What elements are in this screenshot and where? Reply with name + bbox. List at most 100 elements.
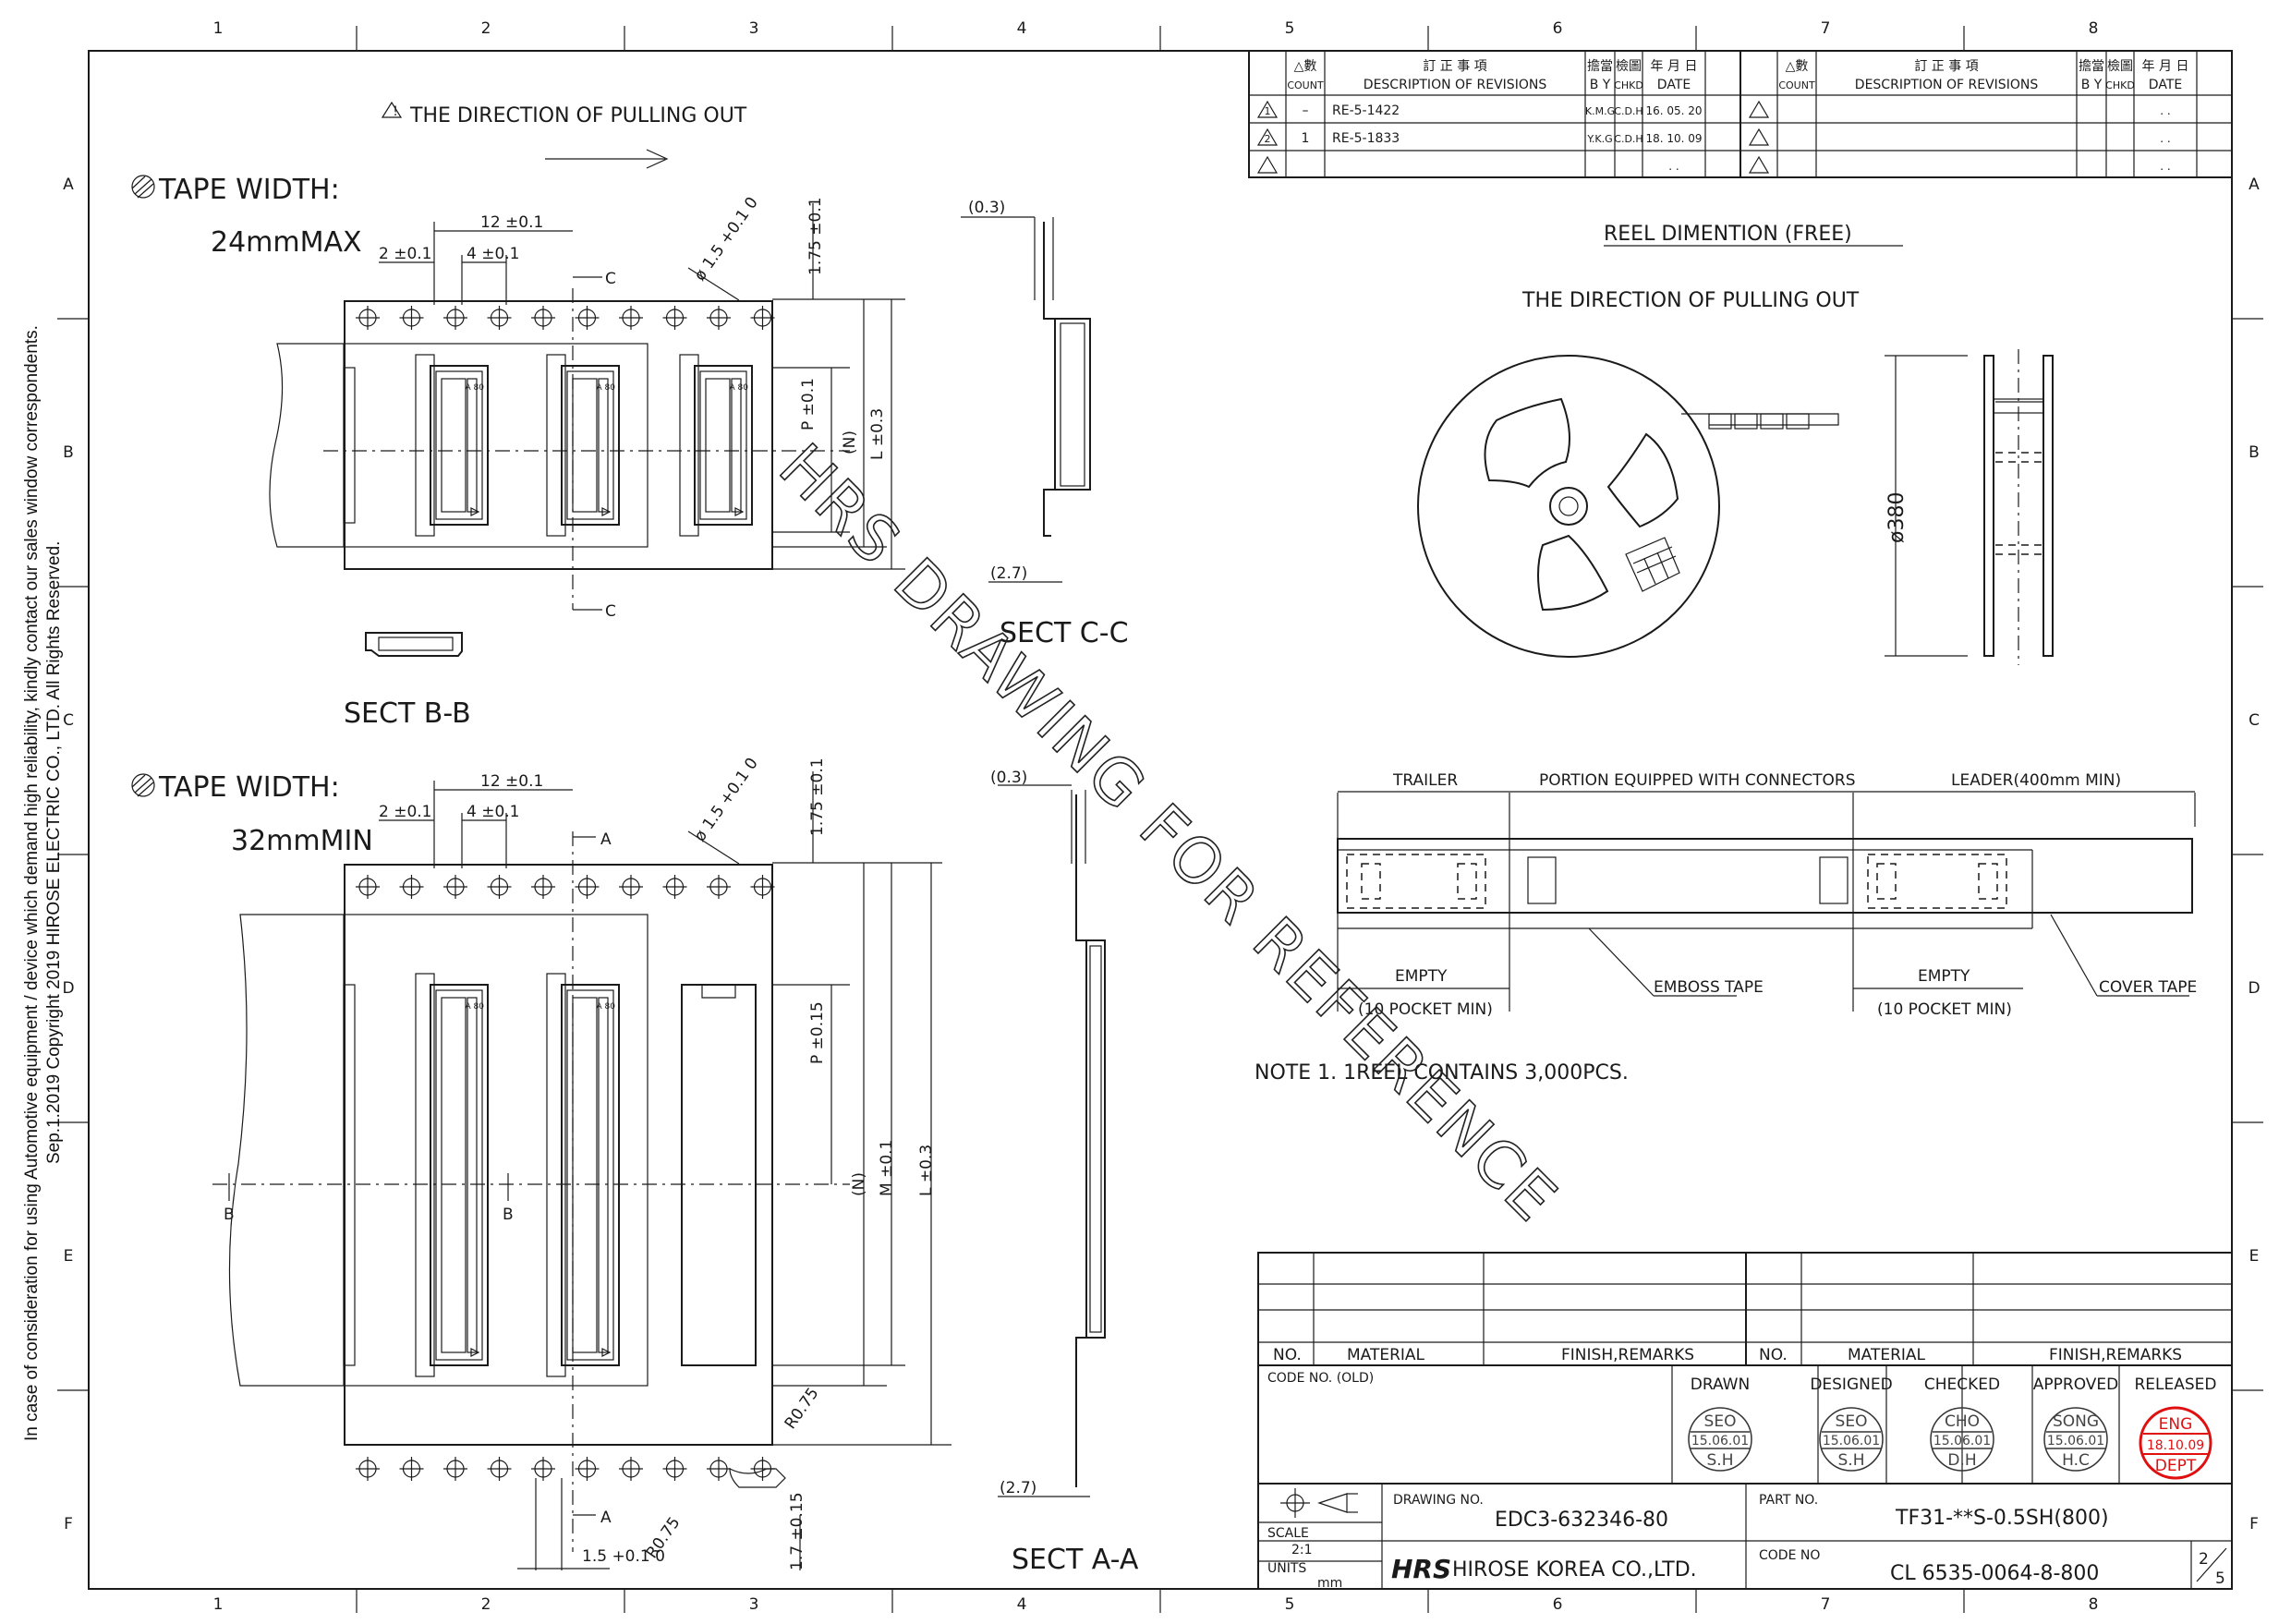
tape24-dim-p: P ±0.1 [799,378,818,430]
tape24-cut-c-bottom: C [605,602,616,621]
rev-row-desc: RE-5-1833 [1332,131,1400,146]
rev-row-date-right: . . [2160,132,2170,145]
approval-stamp [1819,1407,1884,1472]
tape24-dim-l: L ±0.3 [868,408,887,460]
grid-col-label-bottom: 6 [1553,1595,1563,1614]
rev-row-by: Y.K.G [1586,133,1612,145]
top-direction-label: THE DIRECTION OF PULLING OUT [409,104,747,127]
sect-cc-view: (0.3) (2.7) SECT C-C [961,199,1129,649]
layout-leader: LEADER(400mm MIN) [1951,771,2121,790]
tape32-dim-4: 4 ±0.1 [467,803,520,821]
grid-col-label-top: 6 [1553,19,1563,38]
layout-pocket-2: (10 POCKET MIN) [1877,1000,2012,1019]
rev-head-count: COUNT [1287,79,1324,91]
tb-code-no-label: CODE NO [1759,1548,1820,1563]
sect-cc-label: SECT C-C [1000,617,1129,649]
approval-stamp-initials: D.H [1947,1451,1976,1470]
tb-sheet: 2 [2199,1550,2209,1569]
connector-mark: A 80 [466,1002,485,1012]
grid-row-label-left: B [63,443,74,462]
layout-empty-2: EMPTY [1918,967,1970,986]
rev-head-chkd: CHKD [1614,79,1643,91]
rev-head-by: B Y [2081,78,2103,92]
approval-stamp-date: 15.06.01 [1691,1434,1749,1448]
revision-triangle-icon [1748,100,1770,118]
grid-row-label-right: F [2249,1515,2259,1533]
tape24-dim-n: (N) [841,430,859,454]
layout-trailer: TRAILER [1392,771,1458,790]
grid-col-label-top: 7 [1821,19,1831,38]
rev-head-desc-kanji: 訂 正 事 項 [1423,59,1486,74]
released-stamp-bottom: DEPT [2155,1457,2197,1475]
approval-stamp-initials: S.H [1707,1451,1734,1470]
tape24-dim-phi: ø 1.5 +0.1 0 [691,194,762,285]
rev-head-by: B Y [1590,78,1611,92]
tape24-value: 24mmMAX [211,226,362,259]
grid-row-label-left: D [62,979,74,998]
approval-stamp-name: SONG [2053,1412,2099,1431]
rev-head-chkd-kanji: 檢圖 [1616,58,1642,74]
rev-row-chkd: C.D.H [1614,105,1642,117]
sect-aa-dim-27: (2.7) [1000,1479,1036,1497]
revision-triangle-icon [1256,127,1279,146]
tape32-dim-2: 2 ±0.1 [379,803,432,821]
connector-pins [441,997,467,1353]
rev-head-desc: DESCRIPTION OF REVISIONS [1364,78,1547,92]
approval-stamp-date: 15.06.01 [1933,1434,1991,1448]
copyright-line-2: In case of consideration for using Autom… [22,325,42,1441]
grid-col-label-bottom: 5 [1285,1595,1295,1614]
tape32-title: TAPE WIDTH: [158,771,340,804]
sect-aa-view: (0.3) (2.7) SECT A-A [990,769,1139,1576]
pocket-outline [415,973,435,1377]
rev-head-desc: DESCRIPTION OF REVISIONS [1855,78,2039,92]
connector-body [561,984,620,1366]
connector-housing [435,989,483,1361]
grid-col-label-top: 5 [1285,19,1295,38]
grid-col-label-bottom: 2 [481,1595,491,1614]
reel-dimension-view: REEL DIMENTION (FREE) THE DIRECTION OF P… [1417,223,2054,665]
tb-no-2: NO. [1759,1346,1788,1364]
tb-part-no-label: PART NO. [1759,1493,1818,1508]
connector-body [694,365,753,526]
tb-sheets: 5 [2215,1569,2225,1588]
connector-housing [435,370,483,520]
pocket-outline [679,354,699,537]
copyright-line-1: Sep.1.2019 Copyright 2019 HIROSE ELECTRI… [44,541,64,1164]
grid-col-label-top: 8 [2089,19,2099,38]
tape24-dim-12: 12 ±0.1 [480,213,543,232]
approval-stamp-initials: S.H [1838,1451,1865,1470]
grid-row-label-right: E [2249,1247,2260,1266]
tape32-dim-n: (N) [850,1172,868,1196]
tb-approved: APPROVED [2033,1376,2119,1394]
connector-housing [699,370,747,520]
tb-part-no: TF31-**S-0.5SH(800) [1895,1507,2109,1530]
rev-head-count-kanji: △數 [1786,59,1809,74]
grid-col-label-bottom: 8 [2089,1595,2099,1614]
tape32-cut-b-right: B [503,1206,514,1224]
tape32-cut-a-bottom: A [600,1509,612,1527]
tape32-dim-12: 12 ±0.1 [480,772,543,791]
grid-col-label-bottom: 1 [213,1595,224,1614]
grid-col-label-top: 3 [749,19,759,38]
hrs-logo: HRS [1391,1554,1451,1584]
grid-col-label-top: 1 [213,19,224,38]
revision-triangle-icon [1256,100,1279,118]
rev-row-desc: RE-5-1422 [1332,103,1400,118]
released-stamp-top: ENG [2159,1415,2193,1434]
sect-cc-dim-27: (2.7) [990,564,1027,583]
sect-aa-label: SECT A-A [1012,1544,1139,1576]
tb-scale: 2:1 [1291,1543,1313,1557]
rev-row-by: K.M.G [1585,105,1615,117]
tb-material-1: MATERIAL [1347,1346,1425,1364]
grid-col-label-bottom: 4 [1017,1595,1027,1614]
connector-housing [566,989,614,1361]
tape32-dim-15: 1.5 +0.1 0 [582,1547,665,1566]
connector-pins [441,378,467,513]
approval-stamp-date: 15.06.01 [1823,1434,1880,1448]
grid-row-label-left: A [63,176,74,194]
tape32-dim-l: L ±0.3 [917,1145,936,1196]
rev-row-mark: 2 [1265,133,1271,145]
tape24-title: TAPE WIDTH: [158,174,340,206]
